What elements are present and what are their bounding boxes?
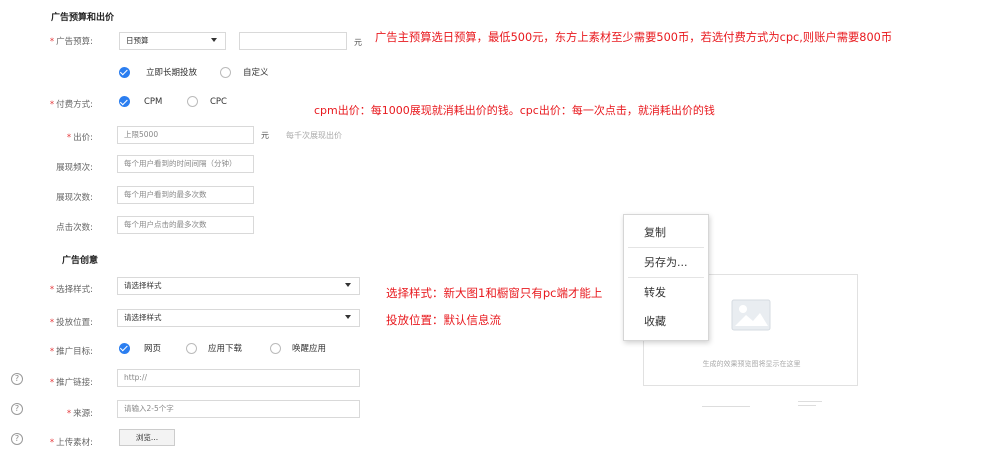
radio-unchecked-icon [187,96,198,107]
help-icon[interactable]: ? [11,433,23,445]
radio-checked-icon [119,66,130,78]
radio-checked-icon [119,342,130,354]
divider [702,406,750,407]
payment-label: *付费方式: [49,100,93,110]
upload-label: *上传素材: [49,438,93,448]
radio-target-app[interactable]: 应用下载 [186,342,242,354]
bid-input[interactable]: 上限5000 [117,126,254,144]
divider [798,401,822,402]
preview-caption: 生成的效果预览图将显示在这里 [702,360,801,368]
position-select[interactable]: 请选择样式 [117,309,360,327]
budget-amount-input[interactable] [239,32,347,50]
impressions-label: 展现次数: [56,193,93,203]
chevron-down-icon [345,283,351,287]
annotation-bid: cpm出价：每1000展现就消耗出价的钱。cpc出价：每一次点击，就消耗出价的钱 [314,104,715,117]
chevron-down-icon [211,38,217,42]
annotation-budget: 广告主预算选日预算，最低500元，东方上素材至少需要500币，若选付费方式为cp… [375,31,893,44]
context-menu: 复制 另存为... 转发 收藏 [623,214,709,341]
source-label: *来源: [66,409,93,419]
creative-section-title: 广告创意 [62,256,99,266]
bid-unit: 元 [261,131,269,140]
position-label: *投放位置: [49,318,93,328]
budget-type-select[interactable]: 日预算 [119,32,226,50]
menu-separator [628,247,704,248]
frequency-input[interactable]: 每个用户看到的时间间隔（分钟） [117,155,254,173]
browse-button[interactable]: 浏览... [119,429,175,446]
link-label: *推广链接: [49,378,93,388]
help-icon[interactable]: ? [11,403,23,415]
radio-long-term[interactable]: 立即长期投放 [119,66,197,78]
radio-cpc[interactable]: CPC [187,96,227,107]
menu-item-forward[interactable]: 转发 [644,286,666,299]
impressions-input[interactable]: 每个用户看到的最多次数 [117,186,254,204]
annotation-position: 投放位置：默认信息流 [386,313,501,327]
radio-unchecked-icon [220,66,231,78]
source-input[interactable]: 请输入2-5个字 [117,400,360,418]
divider [798,405,816,406]
clicks-input[interactable]: 每个用户点击的最多次数 [117,216,254,234]
radio-custom[interactable]: 自定义 [220,66,269,78]
link-input[interactable]: http:// [117,369,360,387]
radio-cpm[interactable]: CPM [119,96,162,107]
menu-item-copy[interactable]: 复制 [644,226,666,239]
style-select[interactable]: 请选择样式 [117,277,360,295]
target-label: *推广目标: [49,347,93,357]
budget-label: *广告预算: [49,37,93,47]
budget-section-title: 广告预算和出价 [51,13,115,23]
radio-unchecked-icon [186,342,197,354]
image-placeholder-icon [731,299,771,331]
annotation-style: 选择样式：新大图1和橱窗只有pc端才能上 [386,286,603,300]
clicks-label: 点击次数: [56,223,93,233]
radio-unchecked-icon [270,342,281,354]
menu-item-favorite[interactable]: 收藏 [644,315,666,328]
style-label: *选择样式: [49,285,93,295]
bid-hint: 每千次展现出价 [286,131,342,140]
frequency-label: 展现频次: [56,163,93,173]
help-icon[interactable]: ? [11,373,23,385]
menu-separator [628,277,704,278]
radio-checked-icon [119,96,130,107]
radio-target-wakeup[interactable]: 唤醒应用 [270,342,326,354]
bid-label: *出价: [66,133,93,143]
radio-target-web[interactable]: 网页 [119,342,161,354]
budget-unit: 元 [354,38,362,47]
menu-item-save-as[interactable]: 另存为... [644,256,688,269]
chevron-down-icon [345,315,351,319]
